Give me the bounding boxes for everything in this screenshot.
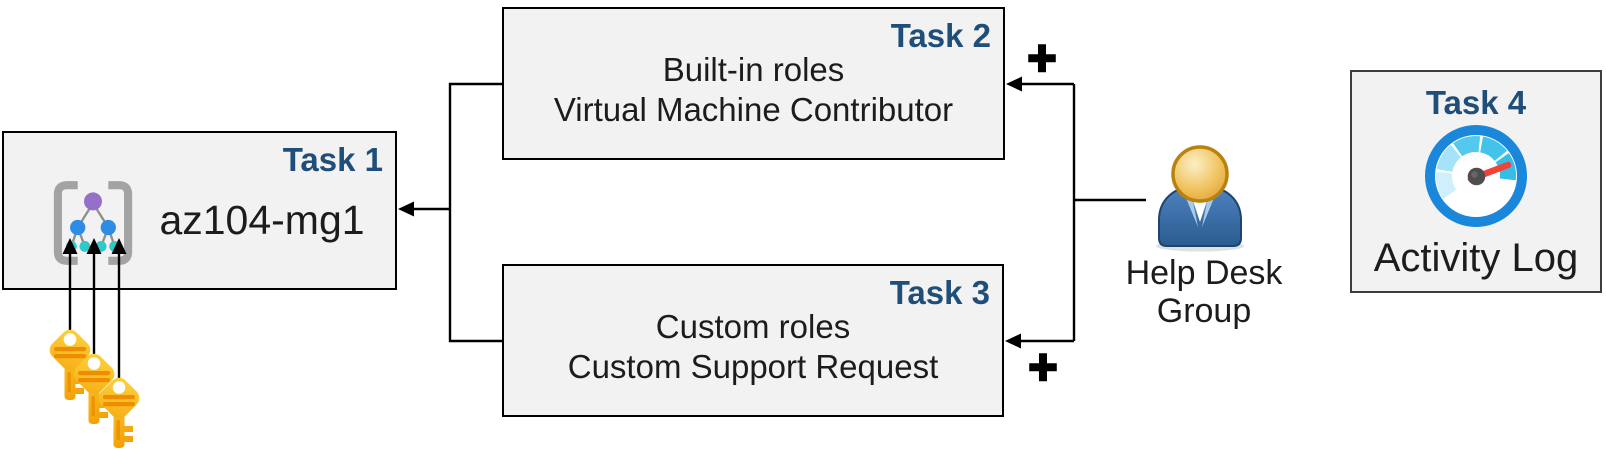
group-label-line2: Group — [1156, 292, 1252, 330]
task2-text: Built-in roles Virtual Machine Contribut… — [504, 9, 1003, 158]
task1-badge: Task 1 — [282, 141, 383, 178]
task1-title: az104-mg1 — [159, 197, 365, 243]
key-icon-2 — [69, 350, 119, 424]
task4-caption: Activity Log — [1373, 236, 1579, 280]
gauge-icon — [1425, 125, 1527, 227]
task3-badge: Task 3 — [889, 274, 990, 311]
task1-box: Task 1 az104-mg1 — [2, 131, 397, 290]
management-group-icon — [53, 181, 133, 265]
task4-box: Task 4 Activity Log — [1350, 70, 1602, 293]
task2-box: Task 2 Built-in roles Virtual Machine Co… — [502, 7, 1005, 160]
group-label-line1: Help Desk — [1125, 254, 1283, 292]
task4-badge: Task 4 — [1425, 84, 1527, 121]
task2-line2: Virtual Machine Contributor — [553, 90, 954, 128]
key-icons — [45, 326, 144, 448]
plus-icon-bottom: + — [1027, 339, 1059, 395]
person-icon — [1156, 145, 1244, 252]
key-icon-3 — [94, 374, 144, 448]
task3-box: Task 3 Custom roles Custom Support Reque… — [502, 264, 1004, 417]
key-icon-1 — [45, 326, 95, 400]
plus-icon-top: + — [1026, 30, 1058, 86]
task2-line1: Built-in roles — [662, 50, 845, 88]
task3-line1: Custom roles — [655, 307, 851, 345]
task3-line2: Custom Support Request — [567, 347, 939, 385]
task3-text: Custom roles Custom Support Request — [504, 266, 1002, 415]
group-label: Help Desk Group — [1098, 254, 1310, 330]
task2-badge: Task 2 — [890, 17, 991, 54]
